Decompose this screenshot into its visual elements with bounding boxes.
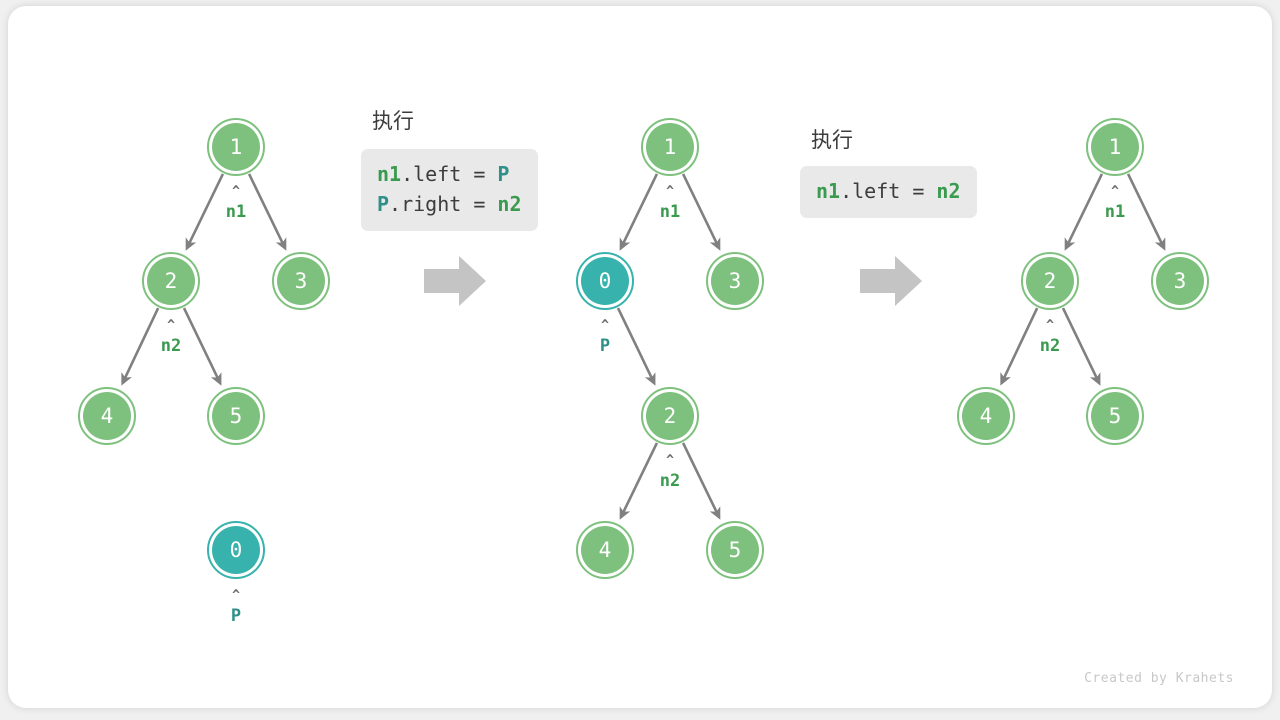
tree-node: 0 [207, 521, 265, 579]
tree-edge [185, 173, 225, 251]
tree-node: 3 [1151, 252, 1209, 310]
tree-node-value: 4 [962, 392, 1010, 440]
tree-edge [681, 442, 721, 520]
tree-node-value: 1 [212, 123, 260, 171]
tree-node: 5 [706, 521, 764, 579]
tree-node-value: 2 [147, 257, 195, 305]
tree-edge [1061, 307, 1101, 386]
tree-node: 0 [576, 252, 634, 310]
tree-node: 2 [142, 252, 200, 310]
tree-node-value: 5 [1091, 392, 1139, 440]
code-token: .right = [389, 192, 498, 216]
tree-node-value: 5 [711, 526, 759, 574]
tree-node-value: 0 [212, 526, 260, 574]
tree-edge [1000, 307, 1039, 386]
step-caption: 执行 [811, 128, 853, 152]
code-token: n1 [377, 162, 402, 186]
tree-node: 5 [207, 387, 265, 445]
tree-node: 3 [706, 252, 764, 310]
tree-node: 5 [1086, 387, 1144, 445]
tree-node-value: 1 [1091, 123, 1139, 171]
code-line: n1.left = P [377, 159, 522, 189]
tree-node-value: 0 [581, 257, 629, 305]
code-token: P [377, 192, 390, 216]
tree-edge [619, 173, 659, 251]
tree-node-value: 4 [581, 526, 629, 574]
step-arrow-1 [424, 256, 486, 306]
step-arrow-2 [860, 256, 922, 306]
code-token: n1 [816, 179, 841, 203]
code-line: n1.left = n2 [816, 176, 961, 206]
step-caption: 执行 [372, 109, 414, 133]
code-token: n2 [497, 192, 522, 216]
tree-edge [1126, 173, 1166, 251]
tree-edge [681, 173, 721, 251]
tree-edge [182, 307, 222, 386]
tree-edge [616, 307, 656, 386]
tree-node-value: 2 [1026, 257, 1074, 305]
code-token: .left = [401, 162, 498, 186]
tree-node: 2 [641, 387, 699, 445]
tree-node: 1 [1086, 118, 1144, 176]
tree-edge [1064, 173, 1104, 251]
tree-edge [619, 442, 659, 520]
tree-node: 2 [1021, 252, 1079, 310]
tree-edge [121, 307, 160, 386]
code-line: P.right = n2 [377, 189, 522, 219]
code-token: P [497, 162, 510, 186]
tree-node: 1 [207, 118, 265, 176]
tree-node-value: 3 [1156, 257, 1204, 305]
tree-node-value: 4 [83, 392, 131, 440]
tree-node-value: 5 [212, 392, 260, 440]
tree-node-value: 1 [646, 123, 694, 171]
code-snippet: n1.left = n2 [800, 166, 977, 218]
tree-node: 4 [957, 387, 1015, 445]
code-token: n2 [936, 179, 961, 203]
tree-node: 4 [576, 521, 634, 579]
tree-node-value: 2 [646, 392, 694, 440]
code-token: .left = [840, 179, 937, 203]
tree-node-value: 3 [277, 257, 325, 305]
edges-layer [121, 173, 1166, 520]
tree-node-value: 3 [711, 257, 759, 305]
tree-node: 1 [641, 118, 699, 176]
watermark: Created by Krahets [1084, 671, 1234, 686]
tree-node: 3 [272, 252, 330, 310]
tree-edge [247, 173, 287, 251]
tree-node: 4 [78, 387, 136, 445]
